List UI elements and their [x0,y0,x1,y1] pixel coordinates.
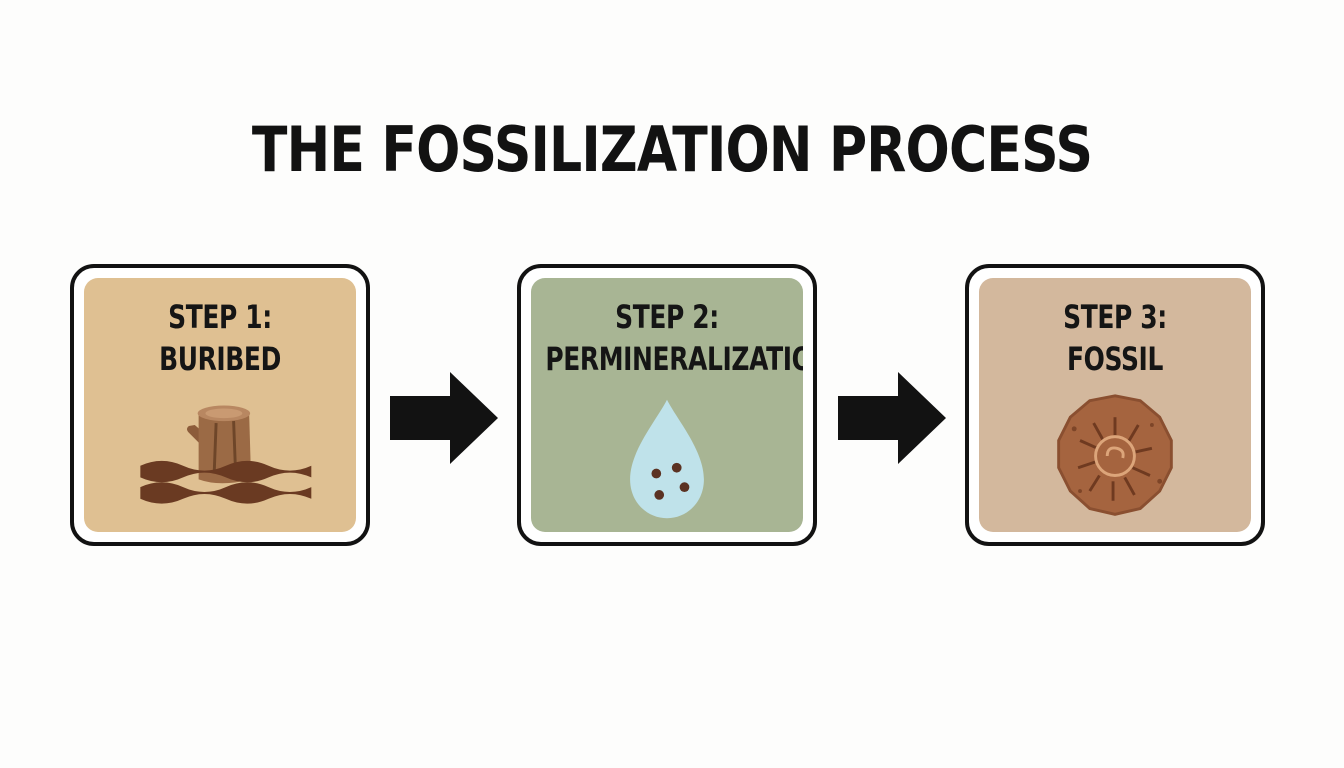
step-number-1: STEP 1: [168,298,272,336]
step-label-3: STEP 3: FOSSIL [993,296,1236,380]
step-label-2: STEP 2: PERMINERALIZATION [545,296,803,380]
step-card-1: STEP 1: BURIBED [70,264,370,546]
step-panel-2: STEP 2: PERMINERALIZATION [531,278,803,532]
right-arrow-icon [390,372,498,464]
step-label-1: STEP 1: BURIBED [98,296,341,380]
step-number-3: STEP 3: [1063,298,1167,336]
page-title: THE FOSSILIZATION PROCESS [251,113,1093,186]
step-card-3: STEP 3: FOSSIL [965,264,1265,546]
buried-stump-icon [140,405,312,504]
step-card-2: STEP 2: PERMINERALIZATION [517,264,817,546]
step-panel-3: STEP 3: FOSSIL [979,278,1251,532]
step-number-2: STEP 2: [615,298,719,336]
step-title-1: BURIBED [159,340,281,378]
ammonite-fossil-icon [1057,394,1173,516]
step-title-2: PERMINERALIZATION [545,340,803,378]
step-panel-1: STEP 1: BURIBED [84,278,356,532]
water-drop-icon [630,399,704,519]
right-arrow-icon [838,372,946,464]
step-title-3: FOSSIL [1067,340,1163,378]
